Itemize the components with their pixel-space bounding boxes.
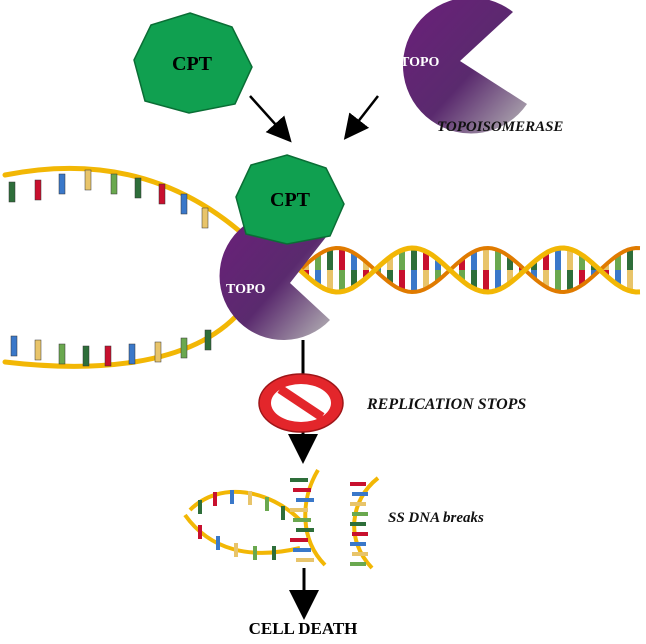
dna-base [265, 497, 269, 511]
dna-base [352, 532, 368, 536]
fragment-strand [352, 476, 380, 570]
dna-base [198, 525, 202, 539]
dna-base [158, 183, 166, 205]
dna-base [350, 522, 366, 526]
dna-base [352, 552, 368, 556]
dna-base [180, 193, 188, 215]
dna-base [296, 558, 314, 562]
dna-base [134, 177, 142, 199]
dna-base [296, 528, 314, 532]
arrow-down-icon [249, 95, 292, 143]
dna-base [293, 488, 311, 492]
cpt-complex-heptagon: CPT [235, 154, 345, 245]
prohibited-sign-icon [258, 373, 344, 433]
dna-base [180, 337, 188, 359]
dna-base [201, 207, 209, 229]
dna-base [110, 173, 118, 195]
topo-complex-enzyme: TOPO [219, 212, 330, 341]
dna-base [290, 478, 308, 482]
dna-base [350, 482, 366, 486]
arrow-down-icon [343, 95, 379, 140]
dna-base [128, 343, 136, 365]
dna-base [350, 502, 366, 506]
dna-strand-upper [2, 165, 263, 253]
dna-base [216, 536, 220, 550]
cpt-complex-label: CPT [270, 189, 311, 211]
dna-base [154, 341, 162, 363]
dna-base [213, 492, 217, 506]
pacman-enzyme-icon [219, 212, 330, 341]
ss-dna-breaks-label: SS DNA breaks [388, 510, 484, 526]
dna-base [82, 345, 90, 367]
pacman-enzyme-icon [403, 0, 527, 134]
topo-top-label: TOPO [400, 55, 440, 70]
dna-base [58, 343, 66, 365]
dna-strand-back [298, 245, 641, 295]
dna-base [253, 546, 257, 560]
fragment-strand [183, 513, 301, 555]
dna-base [234, 543, 238, 557]
dna-base [350, 542, 366, 546]
dna-base [352, 512, 368, 516]
dna-base [204, 329, 212, 351]
dna-base [104, 345, 112, 367]
dna-base [352, 492, 368, 496]
dna-base [290, 538, 308, 542]
ss-dna-break-fragments [183, 468, 380, 570]
dna-base [230, 490, 234, 504]
dna-base [8, 181, 16, 203]
cpt-top-heptagon: CPT [133, 12, 253, 114]
dna-base [34, 339, 42, 361]
heptagon-icon [133, 12, 253, 114]
dna-base [34, 179, 42, 201]
topoisomerase-label: TOPOISOMERASE [437, 119, 563, 135]
cell-death-label: CELL DEATH [249, 619, 358, 638]
dna-strand-front [298, 245, 641, 295]
dna-double-helix [298, 245, 641, 295]
heptagon-icon [235, 154, 345, 245]
dna-base [248, 491, 252, 505]
dna-base [198, 500, 202, 514]
dna-base [293, 518, 311, 522]
dna-base [84, 169, 92, 191]
dna-base [272, 546, 276, 560]
cpt-top-label: CPT [172, 53, 213, 75]
dna-base [350, 562, 366, 566]
replication-stops-label: REPLICATION STOPS [366, 396, 526, 413]
dna-base [293, 548, 311, 552]
dna-base [10, 335, 18, 357]
dna-base [281, 506, 285, 520]
topo-complex-label: TOPO [226, 282, 266, 297]
dna-base [58, 173, 66, 195]
topo-top-enzyme: TOPO [400, 0, 527, 134]
dna-base [290, 508, 308, 512]
dna-strand-lower [2, 309, 243, 369]
dna-replication-fork [2, 165, 641, 369]
dna-base [296, 498, 314, 502]
